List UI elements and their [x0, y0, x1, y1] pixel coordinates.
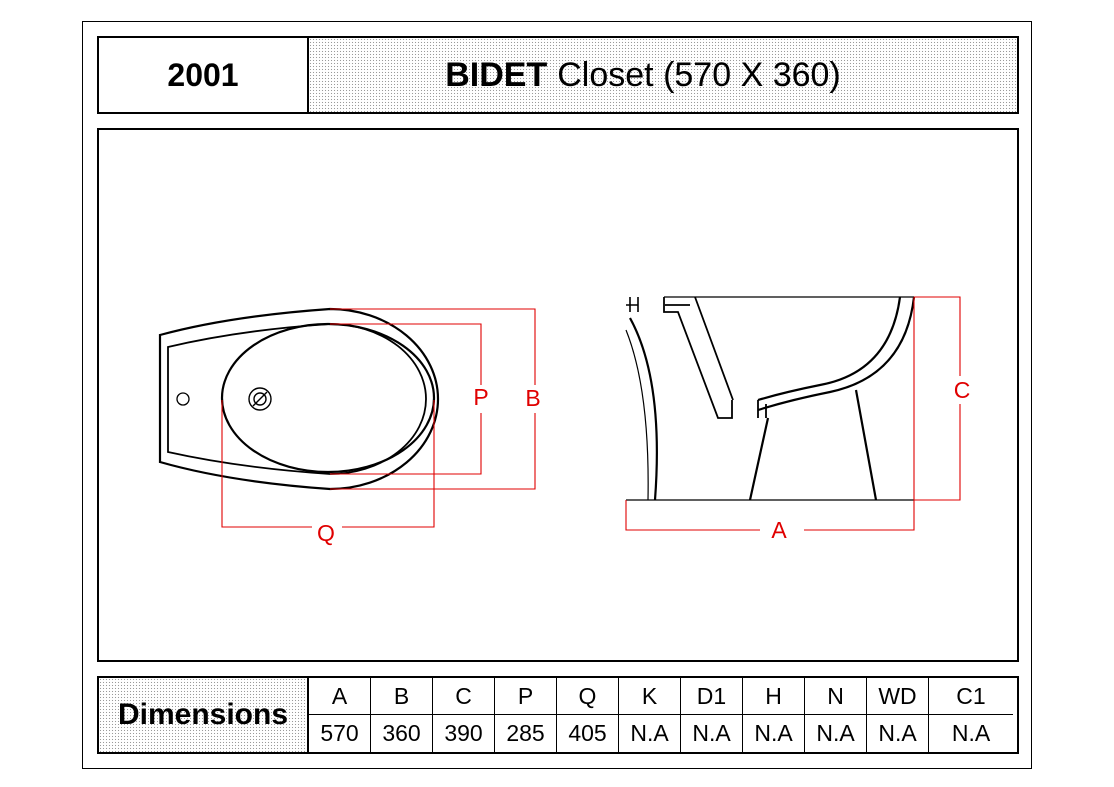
col-header: Q — [557, 678, 619, 715]
dimension-value: N.A — [681, 715, 743, 752]
tap-hole — [176, 392, 190, 406]
top-view-inner-outline — [167, 323, 427, 475]
col-header: H — [743, 678, 805, 715]
col-header: D1 — [681, 678, 743, 715]
pedestal — [748, 389, 878, 501]
bowl-ellipse — [220, 322, 436, 474]
product-title: BIDET Closet (570 X 360) — [309, 38, 1017, 112]
rear-outer-curve — [629, 317, 658, 501]
dim-label-p: P — [473, 384, 488, 410]
top-view — [158, 307, 440, 491]
side-view — [625, 296, 916, 501]
product-title-rest: Closet (570 X 360) — [557, 55, 841, 94]
dim-label-q: Q — [317, 520, 335, 546]
dim-label-a: A — [771, 517, 787, 543]
dimension-value: 570 — [309, 715, 371, 752]
dim-label-c: C — [954, 377, 971, 403]
dimension-value: 285 — [495, 715, 557, 752]
dim-line-q — [221, 400, 312, 528]
col-header: C1 — [929, 678, 1013, 715]
dimension-value: 405 — [557, 715, 619, 752]
inlet-pipe — [663, 296, 734, 419]
dimension-value: N.A — [867, 715, 929, 752]
drain-icon — [248, 387, 272, 411]
side-view-dimensions — [625, 296, 961, 531]
dim-line-a — [625, 500, 760, 531]
top-view-outer-outline — [158, 307, 440, 491]
col-header: A — [309, 678, 371, 715]
col-header: C — [433, 678, 495, 715]
col-header: B — [371, 678, 433, 715]
outlet-flange — [757, 400, 767, 418]
inlet-stub — [626, 297, 639, 312]
model-code: 2001 — [99, 38, 309, 112]
dim-label-b: B — [525, 385, 540, 411]
dim-line-p — [330, 323, 482, 385]
dimension-value: 360 — [371, 715, 433, 752]
dim-line-b — [330, 308, 536, 385]
drawing-sheet — [82, 21, 1032, 769]
bowl-curve — [757, 296, 916, 412]
dim-line-c — [914, 296, 961, 376]
col-header: N — [805, 678, 867, 715]
technical-drawing: P B Q — [97, 128, 1019, 662]
dimension-value: N.A — [743, 715, 805, 752]
dimension-value: N.A — [951, 720, 991, 746]
top-view-dimensions — [221, 308, 536, 528]
dimensions-table: Dimensions A B C P Q K D1 H N WD C1 570 … — [97, 676, 1019, 754]
drawing-canvas: P B Q — [158, 296, 971, 546]
col-header: K — [619, 678, 681, 715]
dimension-value: N.A — [805, 715, 867, 752]
col-header: WD — [867, 678, 929, 715]
dimensions-label: Dimensions — [99, 678, 309, 752]
dimensions-grid: A B C P Q K D1 H N WD C1 570 360 390 285… — [309, 678, 1017, 752]
col-header: P — [495, 678, 557, 715]
dimension-value: N.A — [619, 715, 681, 752]
dimension-value: 390 — [433, 715, 495, 752]
title-block: 2001 BIDET Closet (570 X 360) — [97, 36, 1019, 114]
product-title-bold: BIDET — [445, 55, 548, 94]
